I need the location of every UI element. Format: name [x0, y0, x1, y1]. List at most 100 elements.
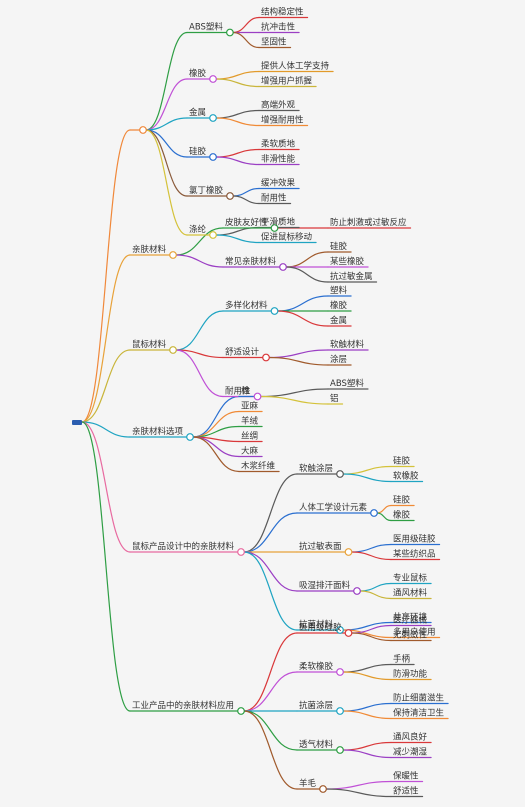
- sub-0-3-label[interactable]: 硅胶: [189, 146, 207, 157]
- sub-5-2-toggle[interactable]: [336, 707, 344, 715]
- leaf-4-0-1-label[interactable]: 软橡胶: [393, 471, 419, 482]
- branch-4-label[interactable]: 鼠标产品设计中的亲肤材料: [132, 541, 235, 552]
- leaf-2-1-0-label[interactable]: 软触材料: [330, 339, 365, 350]
- sub-2-2-toggle[interactable]: [253, 392, 262, 401]
- sub-0-4-toggle[interactable]: [226, 192, 234, 200]
- sub-5-2-label[interactable]: 抗菌涂层: [299, 700, 333, 711]
- sub-4-2-label[interactable]: 抗过敏表面: [299, 541, 342, 552]
- sub-5-1-toggle[interactable]: [336, 668, 344, 676]
- leaf-4-2-0-label[interactable]: 医用级硅胶: [393, 534, 436, 545]
- branch-0-toggle[interactable]: [139, 126, 147, 134]
- leaf-0-1-1-label[interactable]: 增强用户抓握: [261, 76, 313, 87]
- leaf-2-0-1-label[interactable]: 橡胶: [330, 300, 348, 311]
- leaf-0-1-0-label[interactable]: 提供人体工学支持: [261, 61, 330, 72]
- leaf-0-4-0-label[interactable]: 缓冲效果: [261, 178, 296, 189]
- branch-5-toggle[interactable]: [237, 707, 245, 715]
- sub-4-2-toggle[interactable]: [344, 548, 353, 556]
- leaf-3-5-label[interactable]: 木浆纤维: [241, 461, 276, 472]
- sub-4-0-label[interactable]: 软触涂层: [299, 463, 333, 474]
- sub-0-1-toggle[interactable]: [209, 75, 217, 83]
- branch-3-toggle[interactable]: [186, 433, 194, 441]
- leaf-0-3-0-label[interactable]: 柔软质地: [261, 139, 296, 150]
- leaf-0-2-1-label[interactable]: 增强耐用性: [261, 115, 304, 126]
- leaf-0-5-0-label[interactable]: 平滑质地: [261, 217, 296, 228]
- leaf-2-0-0-label[interactable]: 塑料: [330, 285, 348, 296]
- sub-0-0-toggle[interactable]: [226, 28, 234, 37]
- leaf-0-3-1-label[interactable]: 非滑性能: [261, 154, 296, 165]
- sub-5-4-label[interactable]: 羊毛: [299, 778, 317, 789]
- leaf-5-3-0-label[interactable]: 通风良好: [393, 732, 428, 743]
- sub-4-1-label[interactable]: 人体工学设计元素: [299, 502, 368, 513]
- sub-2-1-label[interactable]: 舒适设计: [225, 347, 260, 358]
- leaf-4-4-0-label[interactable]: 共享环境: [393, 612, 428, 623]
- leaf-5-1-1-label[interactable]: 防滑功能: [393, 669, 428, 680]
- leaf-0-0-2-label[interactable]: 坚固性: [261, 37, 287, 48]
- sub-4-1-toggle[interactable]: [370, 509, 378, 517]
- sub-5-0-label[interactable]: 医用级硅胶: [299, 622, 342, 633]
- leaf-1-1-1-label[interactable]: 某些橡胶: [330, 256, 365, 267]
- branch-1-label[interactable]: 亲肤材料: [132, 244, 167, 255]
- branch-2-toggle[interactable]: [169, 346, 177, 354]
- branch-2-label[interactable]: 鼠标材料: [132, 339, 167, 350]
- sub-5-0-toggle[interactable]: [344, 629, 353, 637]
- sub-0-2-label[interactable]: 金属: [189, 107, 206, 118]
- sub-1-0-label[interactable]: 皮肤友好性: [225, 217, 268, 228]
- sub-4-4-toggle[interactable]: [336, 626, 344, 634]
- branch-3-label[interactable]: 亲肤材料选项: [132, 426, 184, 437]
- leaf-0-4-1-label[interactable]: 耐用性: [261, 193, 287, 204]
- sub-4-4-label[interactable]: 抗菌材料: [299, 619, 334, 630]
- branch-4-toggle[interactable]: [237, 548, 245, 556]
- leaf-4-0-0-label[interactable]: 硅胶: [393, 456, 411, 467]
- leaf-5-4-0-label[interactable]: 保暖性: [393, 771, 419, 782]
- leaf-4-3-0-label[interactable]: 专业鼠标: [393, 573, 428, 584]
- leaf-0-0-0-label[interactable]: 结构稳定性: [261, 7, 304, 18]
- leaf-1-0-0-label[interactable]: 防止刺激或过敏反应: [330, 217, 407, 228]
- sub-2-0-toggle[interactable]: [270, 307, 279, 315]
- leaf-1-1-2-label[interactable]: 抗过敏金属: [330, 271, 373, 282]
- leaf-4-4-1-label[interactable]: 多用户使用: [393, 627, 436, 638]
- leaf-3-2-label[interactable]: 羊绒: [241, 416, 259, 427]
- leaf-5-2-1-label[interactable]: 保持清洁卫生: [393, 708, 445, 719]
- leaf-4-3-1-label[interactable]: 通风材料: [393, 588, 428, 599]
- branch-5-label[interactable]: 工业产品中的亲肤材料应用: [132, 700, 234, 711]
- leaf-5-3-1-label[interactable]: 减少潮湿: [393, 747, 428, 758]
- branch-1-toggle[interactable]: [169, 251, 177, 259]
- sub-0-5-toggle[interactable]: [209, 231, 217, 239]
- leaf-0-5-1-label[interactable]: 促进鼠标移动: [261, 232, 313, 243]
- sub-1-1-toggle[interactable]: [279, 263, 287, 271]
- sub-5-4-toggle[interactable]: [319, 785, 327, 793]
- sub-4-3-toggle[interactable]: [353, 587, 361, 595]
- leaf-5-0-1-label[interactable]: 无刺激性: [393, 630, 428, 641]
- leaf-0-2-0-label[interactable]: 高端外观: [261, 100, 296, 111]
- leaf-3-3-label[interactable]: 丝绸: [241, 431, 258, 442]
- leaf-2-1-1-label[interactable]: 涂层: [330, 354, 347, 365]
- leaf-5-2-0-label[interactable]: 防止细菌滋生: [393, 693, 445, 704]
- sub-1-1-label[interactable]: 常见亲肤材料: [225, 256, 277, 267]
- sub-1-0-toggle[interactable]: [270, 224, 279, 232]
- leaf-2-2-1-label[interactable]: 铝: [330, 393, 339, 404]
- sub-4-0-toggle[interactable]: [336, 470, 344, 478]
- sub-0-5-label[interactable]: 涤纶: [189, 224, 207, 235]
- sub-4-3-label[interactable]: 吸湿排汗面料: [299, 580, 351, 591]
- leaf-3-0-label[interactable]: 棉: [241, 386, 250, 397]
- leaf-2-0-2-label[interactable]: 金属: [330, 315, 347, 326]
- sub-5-1-label[interactable]: 柔软橡胶: [299, 661, 334, 672]
- root-node[interactable]: [72, 420, 82, 425]
- leaf-5-0-0-label[interactable]: 医疗器械: [393, 615, 428, 626]
- leaf-4-2-1-label[interactable]: 某些纺织品: [393, 549, 436, 560]
- leaf-2-2-0-label[interactable]: ABS塑料: [330, 378, 364, 389]
- leaf-1-1-0-label[interactable]: 硅胶: [330, 241, 348, 252]
- leaf-5-4-1-label[interactable]: 舒适性: [393, 786, 419, 797]
- leaf-4-1-0-label[interactable]: 硅胶: [393, 495, 411, 506]
- sub-0-0-label[interactable]: ABS塑料: [189, 22, 223, 33]
- sub-2-2-label[interactable]: 耐用性: [225, 386, 251, 397]
- sub-0-2-toggle[interactable]: [209, 114, 217, 122]
- sub-2-1-toggle[interactable]: [262, 353, 270, 362]
- sub-2-0-label[interactable]: 多样化材料: [225, 300, 268, 311]
- sub-0-3-toggle[interactable]: [209, 153, 217, 161]
- leaf-0-0-1-label[interactable]: 抗冲击性: [261, 22, 296, 33]
- sub-0-4-label[interactable]: 氯丁橡胶: [189, 185, 224, 196]
- leaf-3-4-label[interactable]: 大麻: [241, 446, 259, 457]
- leaf-3-1-label[interactable]: 亚麻: [241, 401, 259, 412]
- sub-0-1-label[interactable]: 橡胶: [189, 68, 207, 79]
